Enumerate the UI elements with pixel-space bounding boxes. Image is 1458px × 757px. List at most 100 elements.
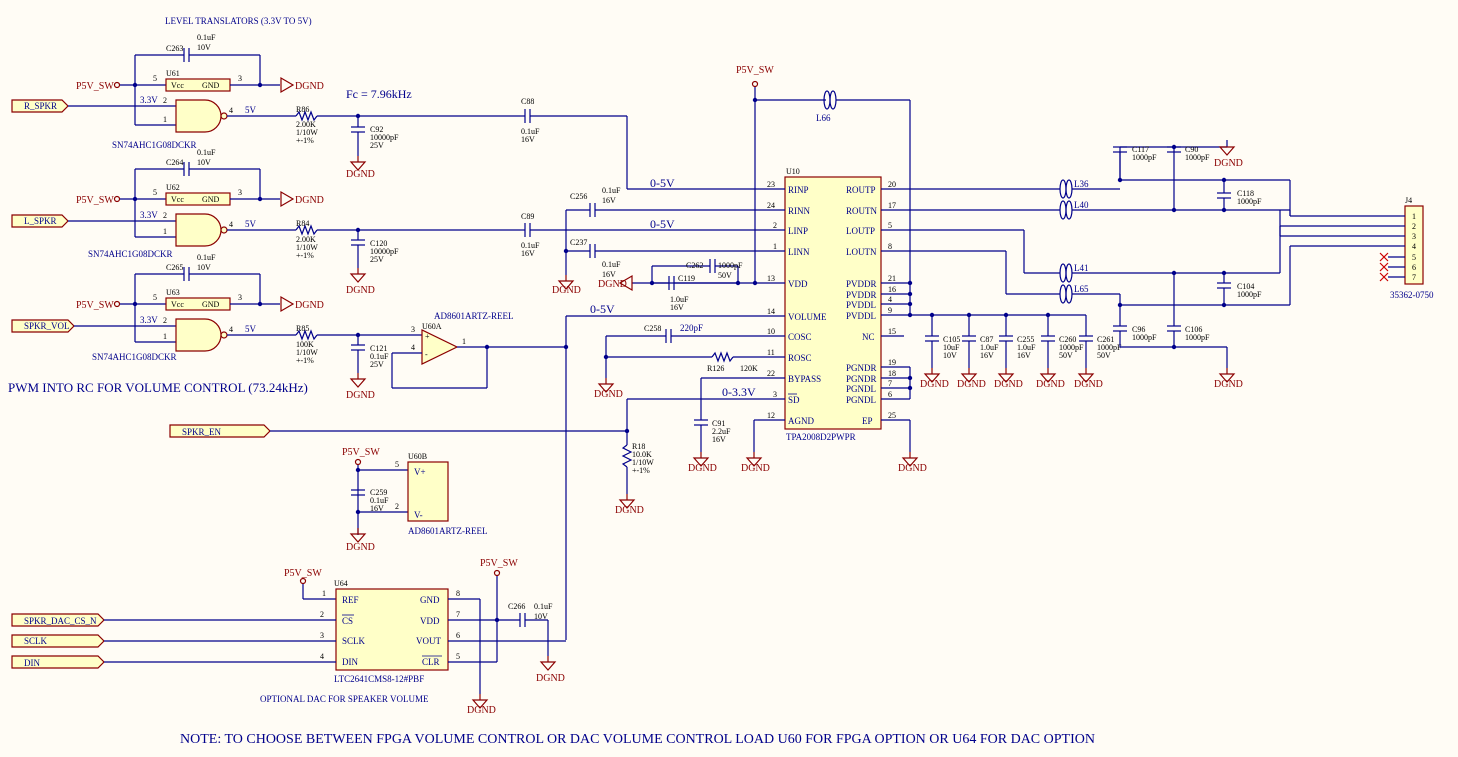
svg-text:C88: C88 [521, 97, 534, 106]
svg-text:DGND: DGND [594, 389, 623, 400]
svg-text:16V: 16V [712, 435, 726, 444]
filter-r84-c120: R84 2.00K 1/10W +-1% DGND C120 10000pF 2… [295, 212, 758, 296]
port-r-spkr-label: R_SPKR [24, 101, 57, 111]
svg-text:0-3.3V: 0-3.3V [722, 385, 756, 399]
svg-text:-: - [425, 350, 428, 359]
filter-r86-c92: R86 2.00K 1/10W +-1% DGND C92 10000pF 25… [295, 87, 758, 190]
svg-text:50V: 50V [1097, 351, 1111, 360]
svg-text:DGND: DGND [346, 169, 375, 180]
gate-u62: P5V_SW C264 0.1uF 10V Vcc GND U62 5 3 DG… [11, 148, 324, 259]
svg-text:DGND: DGND [920, 379, 949, 390]
svg-text:DGND: DGND [741, 463, 770, 474]
port-l-spkr [11, 214, 69, 228]
svg-text:3: 3 [238, 74, 242, 83]
svg-text:11: 11 [767, 348, 775, 357]
opamp-u60b: P5V_SW 5 C259 0.1uF 16V 2 DGND U60B V+ V… [342, 447, 487, 553]
svg-text:16V: 16V [521, 135, 535, 144]
svg-text:U62: U62 [166, 183, 180, 192]
svg-text:16V: 16V [670, 303, 684, 312]
svg-text:1000pF: 1000pF [1132, 333, 1157, 342]
svg-text:ROUTP: ROUTP [846, 185, 876, 195]
amp-u10: P5V_SW L66 U10 TPA2008D2PWPR 23 RINP 24 … [169, 65, 927, 516]
svg-text:1000pF: 1000pF [1059, 343, 1084, 352]
svg-text:Vcc: Vcc [171, 300, 184, 309]
svg-text:6: 6 [1412, 263, 1416, 272]
port-spkr-vol [11, 319, 75, 333]
svg-text:10uF: 10uF [943, 343, 960, 352]
svg-text:RINN: RINN [788, 206, 810, 216]
svg-text:R84: R84 [296, 219, 309, 228]
svg-text:1000pF: 1000pF [1237, 290, 1262, 299]
svg-text:14: 14 [767, 307, 775, 316]
svg-text:BYPASS: BYPASS [788, 374, 821, 384]
svg-text:5: 5 [153, 74, 157, 83]
port-spkr-en [169, 424, 271, 438]
svg-text:CS: CS [342, 616, 353, 626]
svg-text:LINN: LINN [788, 247, 810, 257]
p5v-sw-label: P5V_SW [76, 81, 114, 92]
filter-r85-opamp: R85 100K 1/10W +-1% DGND C121 0.1uF 25V … [295, 302, 758, 640]
svg-text:DGND: DGND [295, 300, 324, 311]
svg-text:Vcc: Vcc [171, 195, 184, 204]
svg-text:2.00K: 2.00K [296, 235, 316, 244]
note-label: NOTE: TO CHOOSE BETWEEN FPGA VOLUME CONT… [180, 732, 1095, 747]
svg-text:C89: C89 [521, 212, 534, 221]
svg-text:DGND: DGND [295, 195, 324, 206]
svg-text:+-1%: +-1% [632, 466, 650, 475]
svg-text:15: 15 [888, 327, 896, 336]
svg-text:C117: C117 [1132, 145, 1149, 154]
svg-text:4: 4 [229, 220, 233, 229]
svg-text:3: 3 [411, 325, 415, 334]
svg-text:PVDDL: PVDDL [846, 300, 876, 310]
port-spkr-en-label: SPKR_EN [182, 427, 222, 437]
svg-text:120K: 120K [740, 364, 758, 373]
svg-text:V+: V+ [414, 467, 426, 477]
svg-text:25V: 25V [370, 141, 384, 150]
svg-text:2.2uF: 2.2uF [712, 427, 731, 436]
port-r-spkr [11, 99, 69, 113]
svg-text:L65: L65 [1074, 284, 1089, 294]
gate-u63: P5V_SW C265 0.1uF 10V Vcc GND U63 5 3 DG… [11, 253, 324, 362]
connector-j4: J4 1 2 3 4 5 6 7 35362-0750 [1379, 196, 1434, 300]
svg-text:0.1uF: 0.1uF [521, 241, 540, 250]
svg-text:C104: C104 [1237, 282, 1254, 291]
svg-text:PVDDL: PVDDL [846, 311, 876, 321]
svg-text:+-1%: +-1% [296, 356, 314, 365]
svg-text:P5V_SW: P5V_SW [736, 65, 774, 76]
svg-text:4: 4 [229, 106, 233, 115]
svg-text:CLR: CLR [422, 657, 440, 667]
svg-text:1/10W: 1/10W [296, 243, 318, 252]
svg-text:C260: C260 [1059, 335, 1076, 344]
svg-text:1: 1 [322, 589, 326, 598]
svg-text:DGND: DGND [467, 705, 496, 716]
svg-text:1000pF: 1000pF [1185, 153, 1210, 162]
svg-text:VDD: VDD [788, 279, 808, 289]
svg-text:1/10W: 1/10W [296, 348, 318, 357]
svg-text:6: 6 [888, 390, 892, 399]
svg-text:PVDDR: PVDDR [846, 290, 877, 300]
svg-text:18: 18 [888, 369, 896, 378]
svg-text:0.1uF: 0.1uF [521, 127, 540, 136]
svg-text:2: 2 [773, 221, 777, 230]
port-din-label: DIN [24, 658, 40, 668]
svg-text:DIN: DIN [342, 657, 358, 667]
svg-text:21: 21 [888, 274, 896, 283]
svg-text:L40: L40 [1074, 200, 1089, 210]
svg-text:U10: U10 [786, 167, 800, 176]
svg-text:12: 12 [767, 411, 775, 420]
svg-text:25V: 25V [370, 360, 384, 369]
svg-text:DGND: DGND [295, 81, 324, 92]
svg-text:U64: U64 [334, 579, 348, 588]
svg-text:8: 8 [456, 589, 460, 598]
svg-text:5V: 5V [245, 324, 257, 334]
svg-text:P5V_SW: P5V_SW [480, 558, 518, 569]
svg-text:2: 2 [320, 610, 324, 619]
svg-text:AD8601ARTZ-REEL: AD8601ARTZ-REEL [408, 526, 487, 536]
dac-u64: P5V_SW 1 U64 REF CS SCLK DIN GND VDD VOU… [11, 558, 566, 716]
decoupling-bank: DGND C105 10uF 10V DGND C87 1.0uF 16V DG… [910, 312, 1122, 390]
svg-text:DGND: DGND [1036, 379, 1065, 390]
svg-text:3.3V: 3.3V [140, 210, 158, 220]
svg-text:0-5V: 0-5V [590, 302, 615, 316]
svg-text:220pF: 220pF [680, 323, 703, 333]
svg-text:0-5V: 0-5V [650, 176, 675, 190]
